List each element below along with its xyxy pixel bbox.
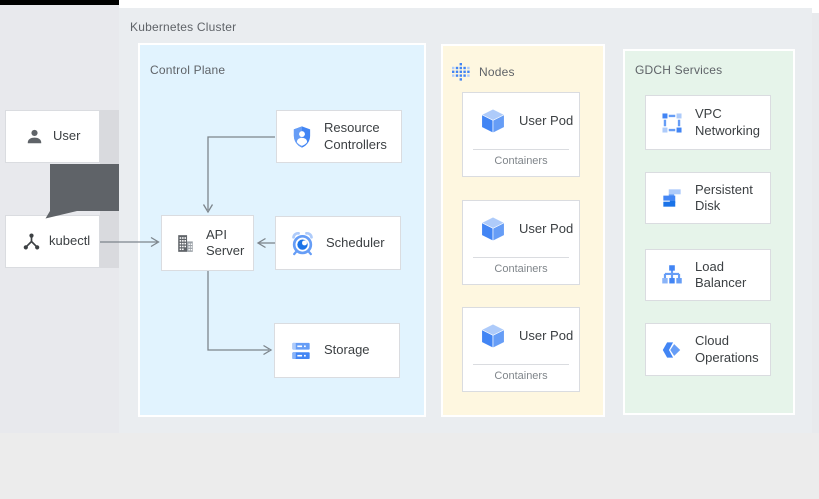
control-plane-panel: Control Plane Resource Controllers [140,45,424,415]
gdch-services-label: GDCH Services [635,63,723,77]
cloud-operations-label: Cloud Operations [695,333,759,365]
gdch-services-panel: GDCH Services VPC Networking [625,51,793,413]
scheduler-box: Scheduler [275,216,401,270]
cloud-operations-box: Cloud Operations [645,323,771,376]
vpc-networking-box: VPC Networking [645,95,771,150]
pod-divider [473,149,569,150]
pod-cube-icon [478,106,508,136]
user-pod-box: User Pod Containers [462,200,580,285]
containers-label: Containers [494,263,548,275]
alarm-clock-icon [289,230,316,257]
nodes-panel: Nodes User Pod [443,46,603,415]
control-plane-label: Control Plane [150,63,226,77]
kubectl-graph-icon [21,231,42,252]
pod-divider [473,364,569,365]
user-pod-box: User Pod Containers [462,307,580,392]
cloud-operations-icon [659,337,685,363]
user-pod-box: User Pod Containers [462,92,580,177]
resource-controllers-box: Resource Controllers [276,110,402,163]
shield-person-icon [289,124,315,150]
resource-controllers-label: Resource Controllers [324,120,387,152]
kubectl-label: kubectl [49,233,91,249]
containers-label: Containers [494,370,548,382]
load-balancer-icon [659,262,685,288]
nodes-grid-icon [451,62,471,82]
scheduler-label: Scheduler [326,234,385,250]
pod-divider [473,257,569,258]
bottom-band [0,433,819,499]
load-balancer-label: Load Balancer [695,258,747,290]
api-server-label: API Server [206,226,245,258]
kubernetes-cluster-label: Kubernetes Cluster [130,20,237,34]
storage-stack-icon [288,338,314,364]
user-box: User [5,110,100,163]
user-label: User [53,128,81,144]
storage-box: Storage [274,323,400,378]
user-pod-label: User Pod [519,112,574,128]
persistent-disk-box: Persistent Disk [645,172,771,224]
user-pod-label: User Pod [519,327,574,343]
api-server-box: API Server [161,215,254,271]
right-edge-strip [812,13,819,433]
persistent-disk-icon [659,185,685,211]
load-balancer-box: Load Balancer [645,249,771,301]
user-to-kubectl-arrow-body [50,164,119,211]
persistent-disk-label: Persistent Disk [695,181,753,213]
pod-cube-icon [478,321,508,351]
user-icon [25,127,44,146]
top-edge-bar [0,0,119,5]
kubernetes-cluster-container: Kubernetes Cluster Control Plane Resourc… [119,8,812,433]
kubectl-box: kubectl [5,215,100,268]
vpc-networking-icon [659,110,685,136]
pod-cube-icon [478,214,508,244]
user-pod-label: User Pod [519,220,574,236]
containers-label: Containers [494,155,548,167]
nodes-label: Nodes [479,65,515,79]
vpc-networking-label: VPC Networking [695,106,761,138]
building-icon [173,231,198,256]
storage-label: Storage [324,342,370,358]
